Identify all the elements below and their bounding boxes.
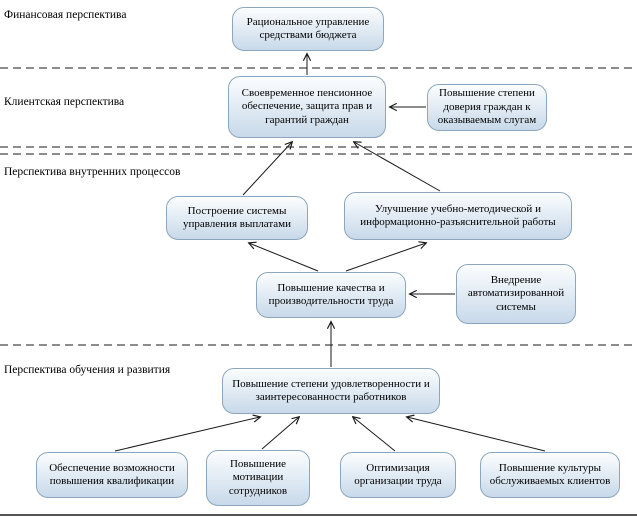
node-label: Внедрение автоматизированной системы [467, 273, 565, 313]
node-qualification-opportunity: Обеспечение возможности повышения квалиф… [36, 452, 188, 498]
node-label: Повышение качества и производительности … [268, 281, 394, 307]
perspective-label-learning-development: Перспектива обучения и развития [4, 364, 171, 376]
node-label: Повышение мотивации сотрудников [228, 457, 288, 497]
node-payment-management-system: Построение системы управления выплатами [166, 196, 308, 240]
perspective-label-internal-processes: Перспектива внутренних процессов [4, 166, 181, 178]
arrows [114, 54, 546, 452]
node-client-service-culture: Повышение культуры обслуживаемых клиенто… [480, 452, 620, 498]
node-rational-budget-management: Рациональное управление средствами бюдже… [232, 7, 384, 51]
node-staff-motivation: Повышение мотивации сотрудников [206, 450, 310, 506]
node-labor-organization: Оптимизация организации труда [340, 452, 456, 498]
perspective-label-client: Клиентская перспектива [4, 96, 125, 108]
node-methodical-information-work: Улучшение учебно-методической и информац… [344, 192, 572, 240]
node-label: Повышение культуры обслуживаемых клиенто… [489, 461, 611, 487]
node-label: Своевременное пенсионное обеспечение, за… [241, 86, 373, 126]
node-timely-pension-provision: Своевременное пенсионное обеспечение, за… [228, 76, 386, 138]
perspective-label-financial: Финансовая перспектива [4, 9, 127, 21]
node-citizen-trust-increase: Повышение степени доверия граждан к оказ… [427, 84, 547, 131]
node-label: Обеспечение возможности повышения квалиф… [49, 461, 175, 487]
node-label: Оптимизация организации труда [354, 461, 442, 487]
node-label: Повышение степени доверия граждан к оказ… [437, 87, 537, 127]
node-label: Повышение степени удовлетворенности и за… [232, 377, 430, 403]
node-label: Улучшение учебно-методической и информац… [360, 202, 556, 228]
node-label: Построение системы управления выплатами [182, 204, 291, 230]
node-quality-productivity: Повышение качества и производительности … [256, 272, 406, 318]
node-employee-satisfaction: Повышение степени удовлетворенности и за… [222, 368, 440, 414]
node-label: Рациональное управление средствами бюдже… [246, 15, 370, 41]
perspective-separator-lines [0, 67, 637, 346]
node-automated-system: Внедрение автоматизированной системы [456, 264, 576, 324]
